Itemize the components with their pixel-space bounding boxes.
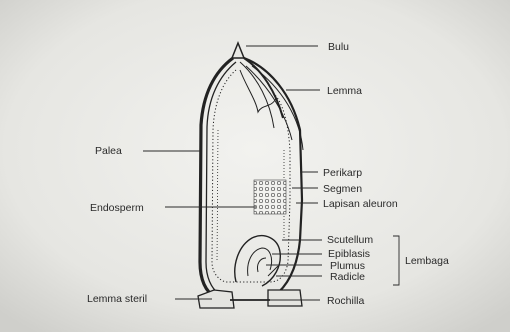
label-lapisan-aleuron: Lapisan aleuron (323, 198, 398, 210)
sterile-lemma-right (268, 290, 302, 306)
label-bulu: Bulu (328, 41, 349, 53)
label-lembaga: Lembaga (405, 255, 449, 267)
label-rochilla: Rochilla (327, 295, 365, 307)
label-segmen: Segmen (323, 183, 362, 195)
label-perikarp: Perikarp (323, 167, 362, 179)
label-radicle: Radicle (330, 271, 365, 283)
label-scutellum: Scutellum (327, 234, 373, 246)
label-endosperm: Endosperm (90, 202, 144, 214)
label-lemma: Lemma (327, 85, 362, 97)
segmen-cells (254, 180, 286, 214)
label-lemma-steril: Lemma steril (87, 293, 147, 305)
label-epiblasis: Epiblasis (328, 248, 370, 260)
label-palea: Palea (95, 145, 122, 157)
